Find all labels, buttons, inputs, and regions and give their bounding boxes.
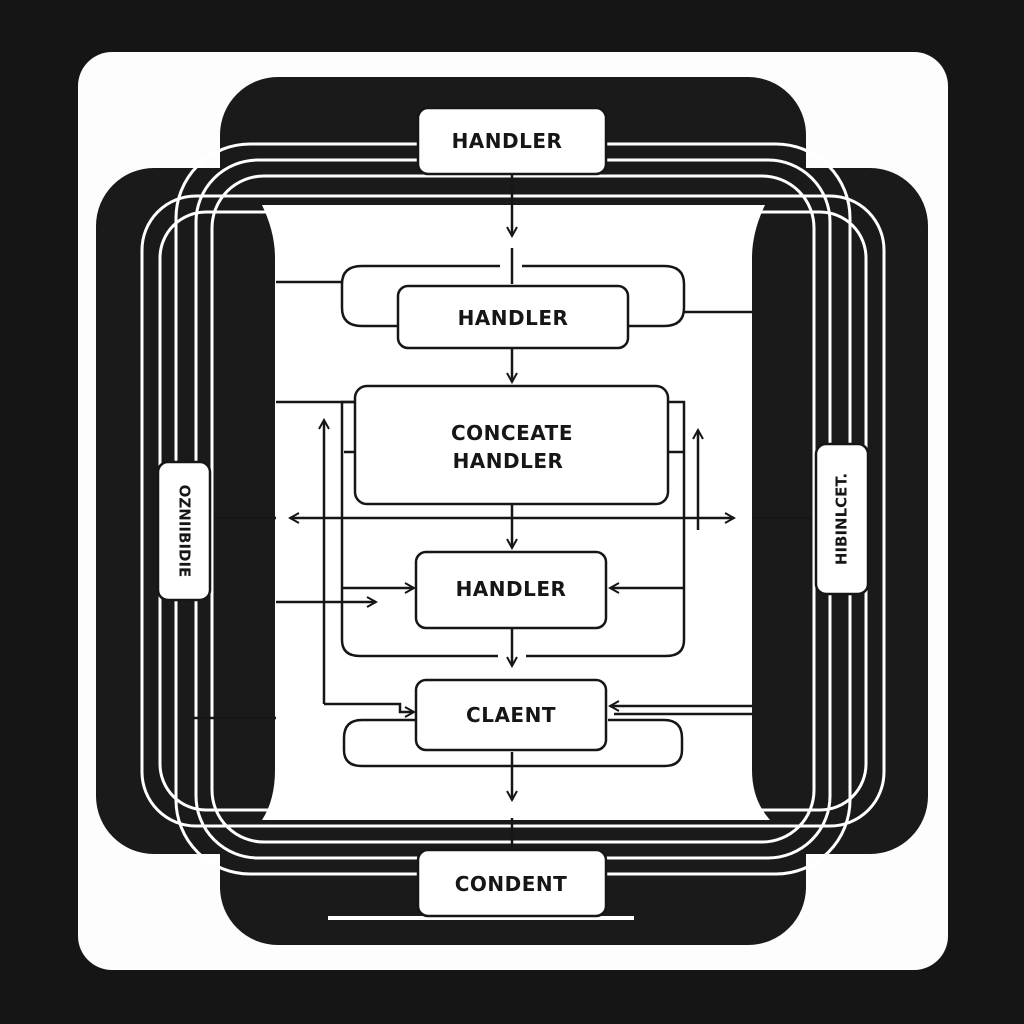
side-label-left-text: OZNIIBIDIE (176, 485, 194, 578)
bracket-outlines (340, 264, 686, 768)
node-concreate-handler[interactable]: CONCEATE HANDLER (353, 384, 670, 506)
connector-lines (192, 280, 812, 850)
node-condent[interactable]: CONDENT (416, 848, 608, 918)
node-handler-top[interactable]: HANDLER (416, 106, 608, 176)
side-label-left[interactable]: OZNIIBIDIE (156, 460, 212, 602)
node-handler-top-label: HANDLER (452, 129, 563, 153)
side-label-right-text: HIBINLCET. (833, 473, 851, 565)
side-label-right[interactable]: HIBINLCET. (814, 442, 870, 596)
node-handler-lower-label: HANDLER (456, 577, 567, 601)
node-condent-label: CONDENT (455, 872, 568, 896)
node-handler-second-label: HANDLER (458, 306, 569, 330)
arrow-left-to-client (324, 702, 414, 712)
node-concreate-label-line1: CONCEATE (451, 421, 573, 445)
node-concreate-label-line2: HANDLER (453, 449, 564, 473)
arrows (276, 174, 752, 800)
node-handler-second[interactable]: HANDLER (396, 284, 630, 350)
node-client-label: CLAENT (466, 703, 556, 727)
node-client[interactable]: CLAENT (414, 678, 608, 752)
inner-field (262, 205, 770, 820)
node-handler-lower[interactable]: HANDLER (414, 550, 608, 630)
